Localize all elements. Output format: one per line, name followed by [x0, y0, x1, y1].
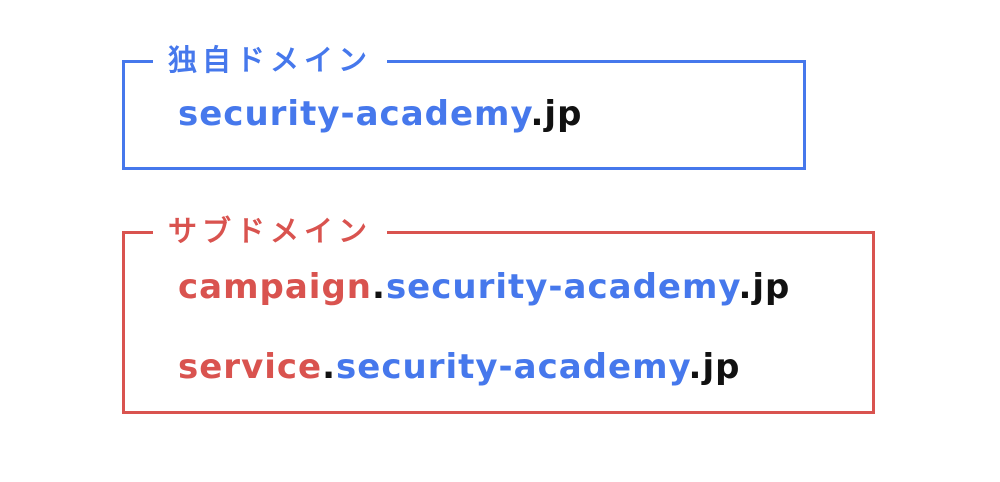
- domain-part-dark: .jp: [738, 267, 791, 308]
- domain-part-dark: .: [322, 346, 337, 387]
- domain-part-blue: security-academy: [336, 346, 689, 387]
- domain-line: security-academy.jp: [125, 95, 803, 134]
- domain-part-dark: .jp: [688, 346, 741, 387]
- domain-part-blue: security-academy: [178, 94, 531, 135]
- domain-part-red: campaign: [178, 267, 373, 308]
- domain-part-dark: .jp: [530, 94, 583, 135]
- domain-line: campaign.security-academy.jp: [125, 268, 872, 307]
- domain-line: service.security-academy.jp: [125, 346, 872, 387]
- domain-part-dark: .: [372, 267, 386, 308]
- custom-domain-box: 独自ドメイン security-academy.jp: [122, 44, 806, 170]
- domain-part-red: service: [178, 346, 323, 387]
- domain-part-blue: security-academy: [385, 267, 739, 308]
- subdomain-box-title: サブドメイン: [153, 215, 388, 248]
- custom-domain-box-title: 独自ドメイン: [153, 44, 388, 77]
